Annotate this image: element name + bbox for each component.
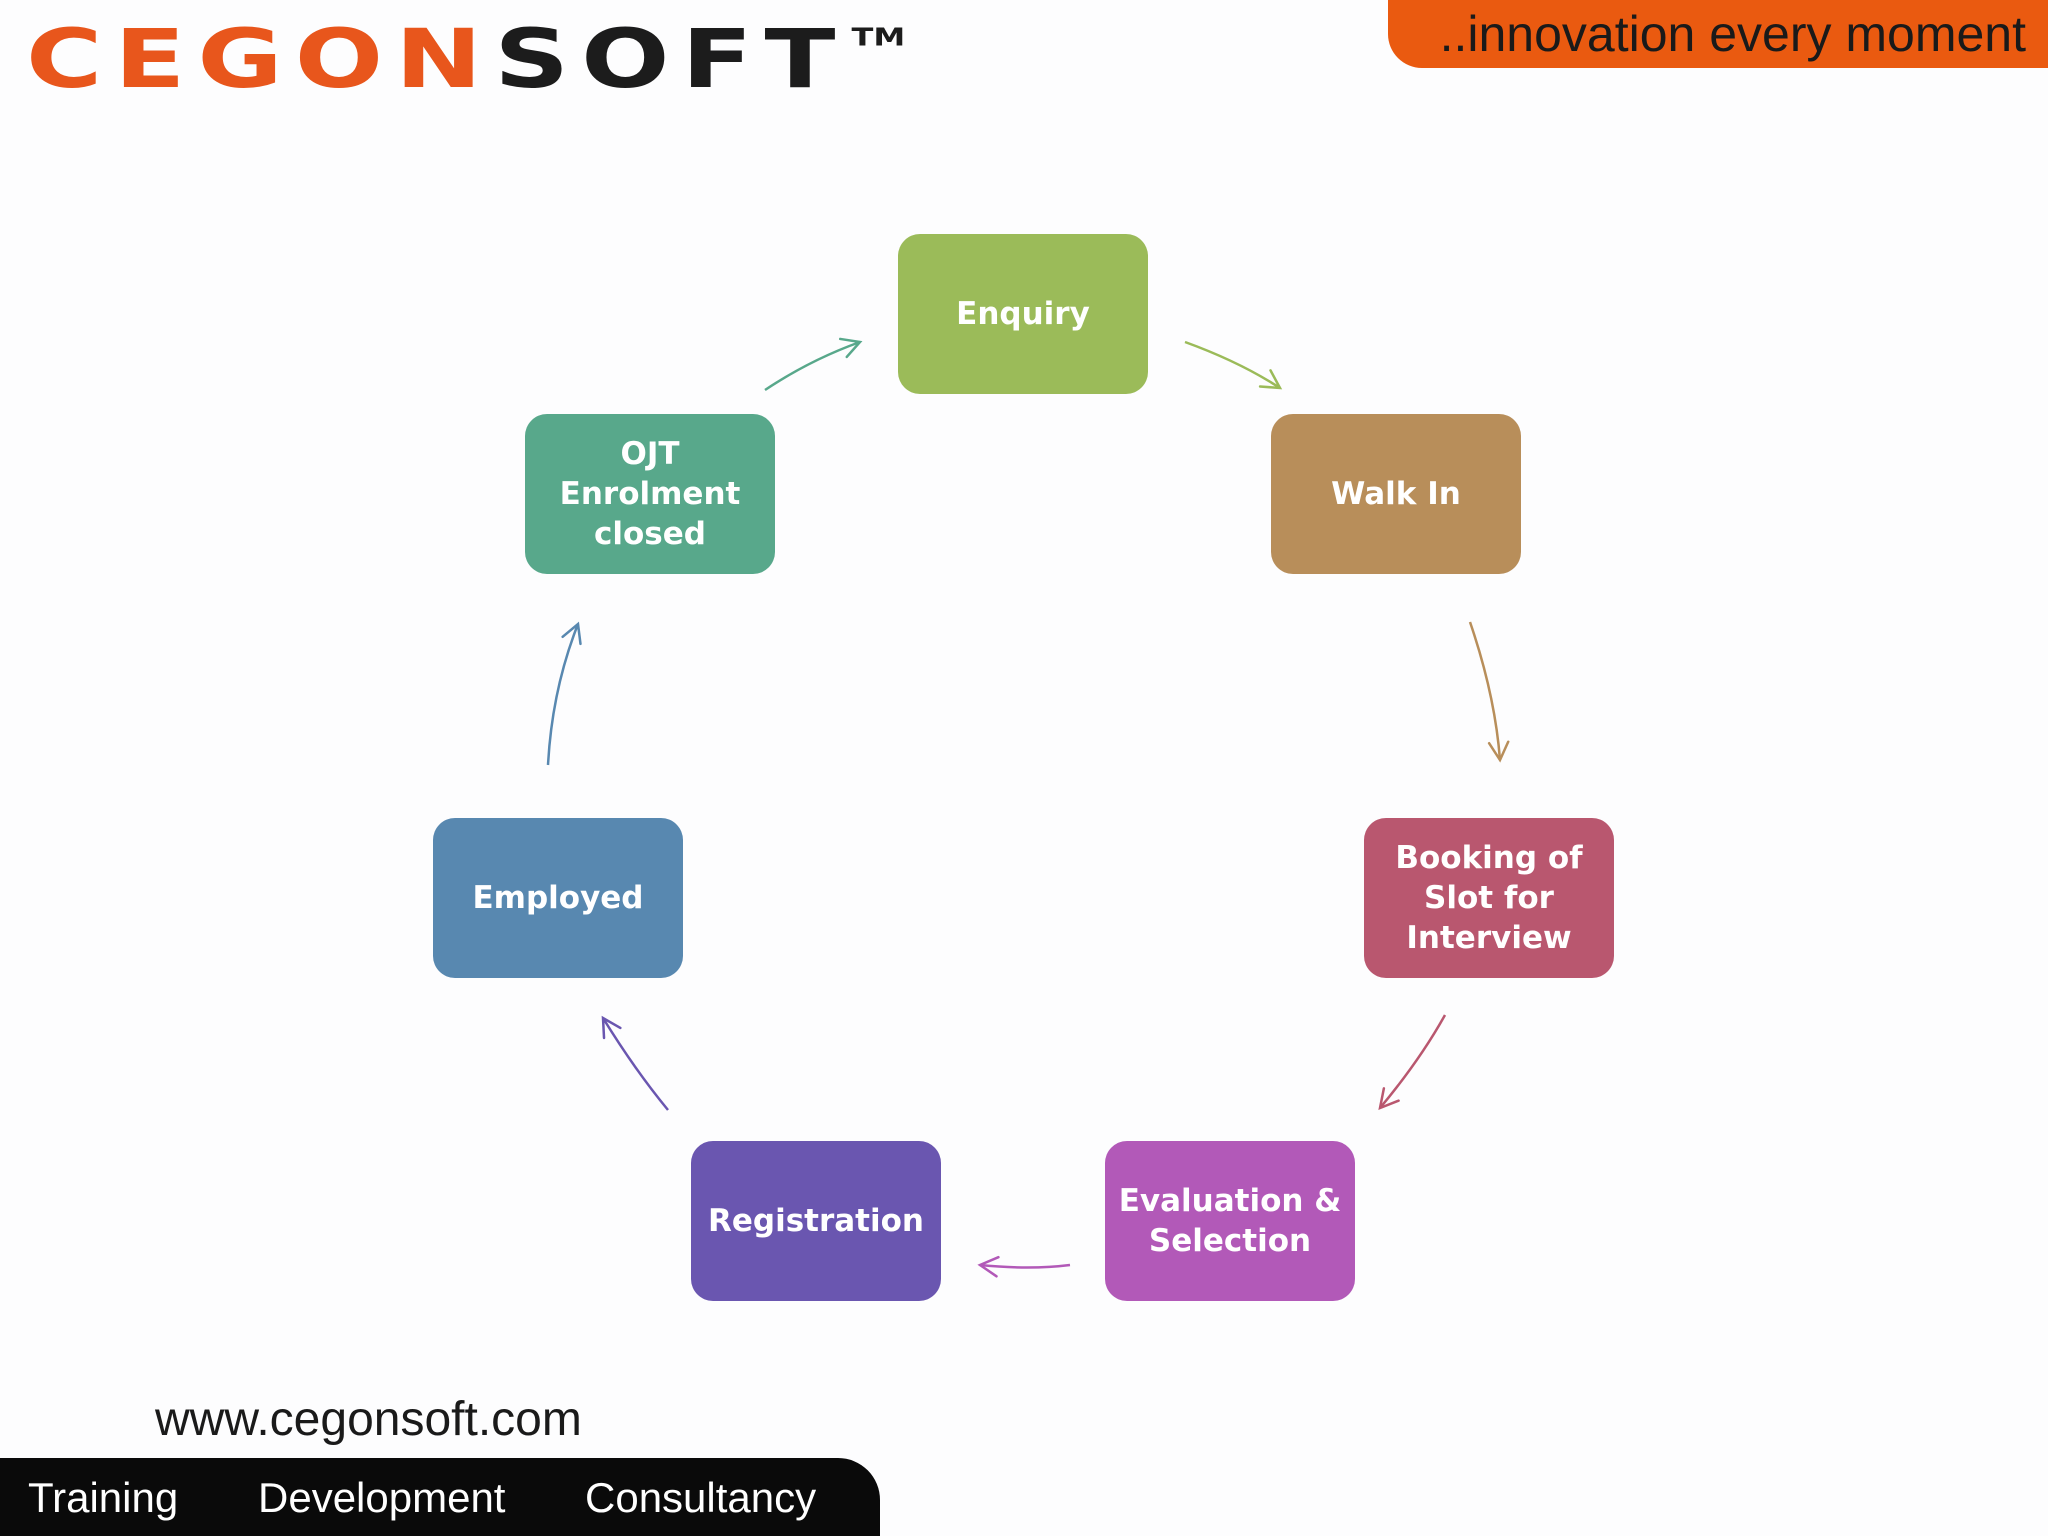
arrow-employed-to-ojt xyxy=(546,621,582,766)
footer-bar xyxy=(0,1458,880,1536)
node-registration: Registration xyxy=(691,1141,941,1301)
footer-item-development: Development xyxy=(258,1474,506,1521)
tagline-banner: ..innovation every moment xyxy=(1388,0,2048,68)
node-walk-in: Walk In xyxy=(1271,414,1521,574)
logo-text-orange: CEGON xyxy=(26,11,495,107)
trademark-symbol: TM xyxy=(851,22,906,52)
node-ojt: OJT Enrolment closed xyxy=(525,414,775,574)
cegonsoft-logo: CEGON SOFT TM xyxy=(26,11,906,107)
node-booking: Booking of Slot for Interview xyxy=(1364,818,1614,978)
arrow-walk-in-to-booking xyxy=(1468,621,1510,763)
footer-item-consultancy: Consultancy xyxy=(585,1474,817,1521)
node-enquiry: Enquiry xyxy=(898,234,1148,394)
footer-item-training: Training xyxy=(28,1474,179,1521)
logo-text-dark: SOFT xyxy=(494,11,848,107)
node-evaluation: Evaluation & Selection xyxy=(1105,1141,1355,1301)
arrow-registration-to-employed xyxy=(601,1015,669,1111)
arrow-evaluation-to-registration xyxy=(977,1255,1071,1278)
node-employed: Employed xyxy=(433,818,683,978)
arrow-enquiry-to-walk-in xyxy=(1184,340,1283,390)
website-url: www.cegonsoft.com xyxy=(155,1393,582,1446)
tagline-text: ..innovation every moment xyxy=(1439,6,2026,62)
arrow-booking-to-evaluation xyxy=(1378,1014,1447,1111)
arrow-ojt-to-enquiry xyxy=(764,337,863,392)
